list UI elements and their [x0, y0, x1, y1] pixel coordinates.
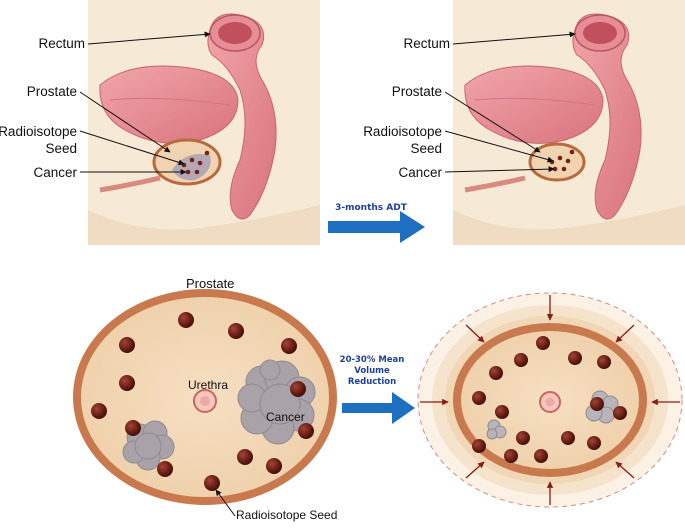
label-cancer: Cancer [33, 165, 77, 180]
seed [298, 423, 314, 439]
seed [561, 431, 575, 445]
seed [587, 436, 601, 450]
seed [472, 391, 486, 405]
cancer-cluster-large [237, 359, 316, 445]
top-transition-arrow [328, 211, 425, 243]
volume-reduction-line2: Volume [354, 366, 390, 376]
seed [185, 169, 191, 175]
seed [569, 149, 575, 155]
seeds [472, 336, 627, 463]
volume-reduction-label: 20-30% Mean Volume Reduction [334, 355, 410, 388]
seed [119, 337, 135, 353]
seed [157, 461, 173, 477]
rectum [572, 13, 642, 220]
anatomy-panel-before [79, 0, 320, 245]
seed [568, 351, 582, 365]
seeds [91, 312, 314, 491]
seed [504, 449, 518, 463]
rectum [207, 13, 277, 220]
prostate [528, 142, 586, 182]
prostate-cross-section-before [73, 289, 337, 517]
seed [561, 166, 567, 172]
label-urethra: Urethra [188, 378, 229, 392]
label-cancer: Cancer [398, 165, 442, 180]
label-prostate: Prostate [26, 84, 77, 99]
adt-arrow-label: 3-months ADT [335, 203, 407, 213]
volume-reduction-line1: 20-30% Mean [339, 355, 405, 365]
seed [597, 355, 611, 369]
seed [495, 405, 509, 419]
seed [516, 431, 530, 445]
anatomy-panel-after [444, 0, 685, 245]
seed [472, 439, 486, 453]
volume-reduction-line3: Reduction [347, 377, 397, 387]
seed [290, 381, 306, 397]
label-rectum: Rectum [38, 36, 85, 51]
seed [237, 449, 253, 465]
seed [119, 375, 135, 391]
seed [189, 157, 195, 163]
seed [536, 336, 550, 350]
seed [281, 338, 297, 354]
label-seed-line1: Radioisotope [363, 124, 442, 139]
seed [204, 150, 210, 156]
seed [489, 366, 503, 380]
bladder [464, 65, 604, 144]
seed [197, 160, 203, 166]
shrink-arrows [420, 295, 680, 505]
seed [557, 155, 563, 161]
seed [590, 397, 604, 411]
cancer-cluster-small [486, 419, 507, 440]
seed [266, 458, 282, 474]
seed [228, 323, 244, 339]
label-cancer-section: Cancer [266, 410, 305, 424]
label-prostate: Prostate [391, 84, 442, 99]
label-prostate-section: Prostate [186, 276, 235, 291]
seed [565, 158, 571, 164]
prostate-cross-section-after [417, 292, 683, 508]
seed [534, 449, 548, 463]
seed [204, 475, 220, 491]
bladder [99, 65, 239, 144]
label-seed-line2: Seed [410, 141, 442, 156]
seed [178, 312, 194, 328]
seed [514, 353, 528, 367]
seed [125, 420, 141, 436]
label-seed-line2: Seed [45, 141, 77, 156]
seed [194, 169, 200, 175]
bottom-transition-arrow [342, 392, 415, 424]
label-seed-line1: Radioisotope [0, 124, 77, 139]
seed [91, 403, 107, 419]
seed [613, 406, 627, 420]
label-rectum: Rectum [403, 36, 450, 51]
label-radioisotope-seed: Radioisotope Seed [236, 508, 338, 522]
